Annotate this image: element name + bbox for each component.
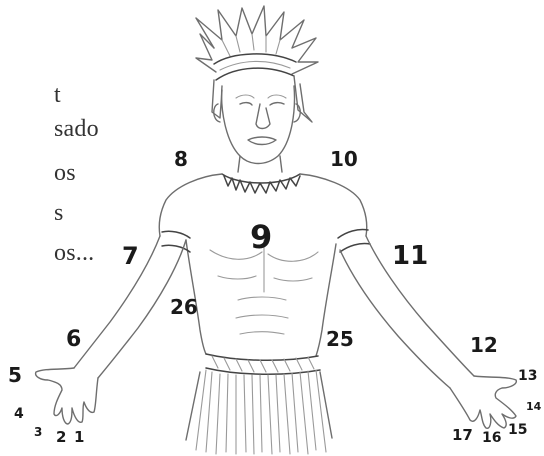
label-15: 15 <box>508 422 527 438</box>
neck-and-necklace <box>222 156 300 193</box>
label-1: 1 <box>74 428 84 446</box>
label-10: 10 <box>330 147 358 171</box>
label-11: 11 <box>392 241 428 271</box>
label-6: 6 <box>66 327 81 352</box>
label-7: 7 <box>122 242 139 270</box>
label-25: 25 <box>326 327 354 351</box>
left-hand <box>36 368 98 424</box>
label-3: 3 <box>34 425 42 439</box>
headband <box>212 54 312 122</box>
label-14: 14 <box>526 400 542 413</box>
right-hand <box>450 376 516 428</box>
label-4: 4 <box>14 406 24 422</box>
label-26: 26 <box>170 295 198 319</box>
label-17: 17 <box>452 426 473 444</box>
grass-skirt <box>186 354 332 454</box>
label-8: 8 <box>174 147 188 171</box>
label-16: 16 <box>482 430 501 446</box>
label-9: 9 <box>250 218 272 256</box>
label-12: 12 <box>470 333 498 357</box>
number-labels: 1 2 3 4 5 6 7 8 9 10 11 12 13 14 15 16 1… <box>8 147 542 446</box>
label-2: 2 <box>56 428 66 446</box>
label-5: 5 <box>8 363 22 387</box>
label-13: 13 <box>518 368 537 384</box>
head <box>214 86 301 164</box>
